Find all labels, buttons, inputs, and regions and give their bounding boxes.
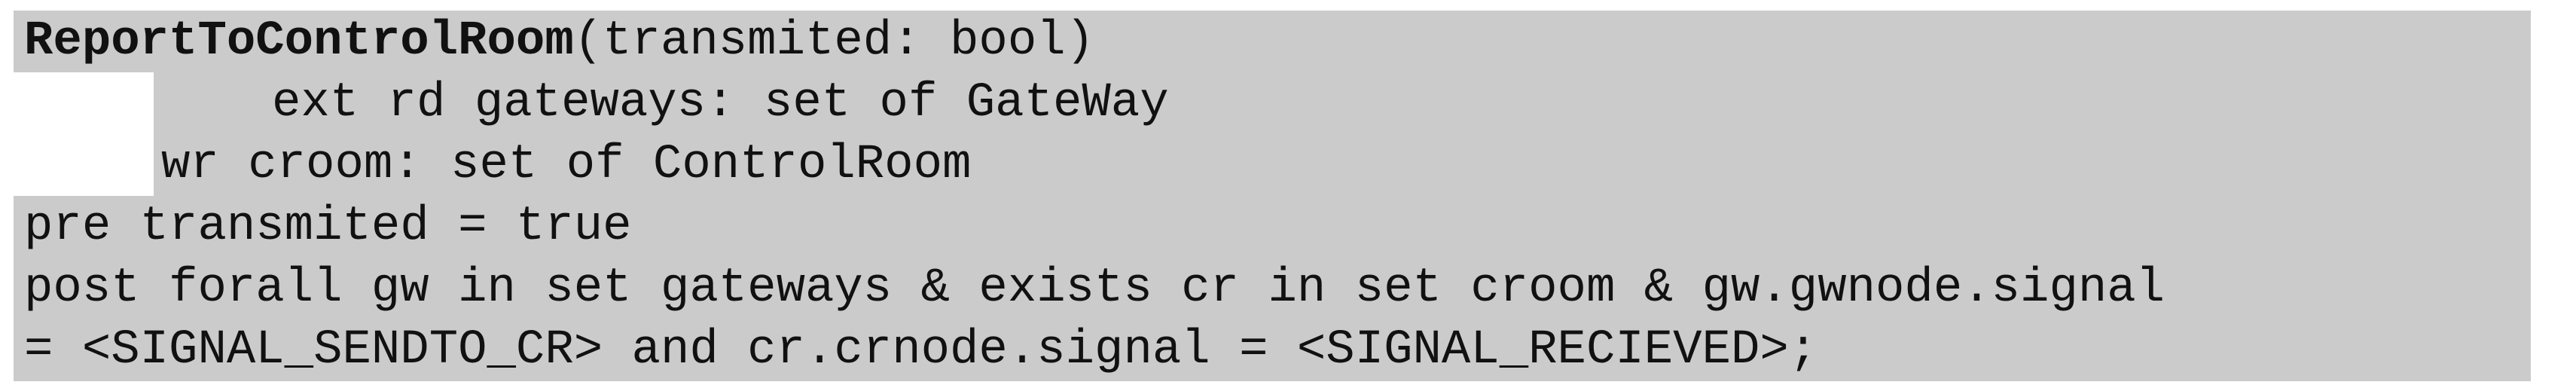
line-highlight [14,11,2531,72]
post-clause-line-1: post forall gw in set gateways & exists … [14,258,2531,319]
operation-signature: (transmited: bool) [573,14,1095,69]
wr-clause: wr croom: set of ControlRoom [161,138,972,192]
line-highlight [14,258,2531,319]
line-highlight [154,134,2531,196]
code-listing: ReportToControlRoom(transmited: bool) ex… [14,11,2531,381]
line-highlight [154,72,2531,134]
ext-clause: ext rd gateways: set of GateWay [272,76,1169,130]
post-clause-part-1: post forall gw in set gateways & exists … [24,261,2165,316]
post-clause-line-2: = <SIGNAL_SENDTO_CR> and cr.crnode.signa… [14,319,2531,381]
ext-clause-line: ext rd gateways: set of GateWay [14,72,2531,134]
pre-clause-line: pre transmited = true [14,196,2531,258]
line-highlight [14,319,2531,381]
line-highlight [14,196,2531,258]
post-clause-part-2: = <SIGNAL_SENDTO_CR> and cr.crnode.signa… [24,323,1818,377]
operation-name: ReportToControlRoom [24,14,574,69]
pre-clause: pre transmited = true [24,200,632,254]
operation-header-line: ReportToControlRoom(transmited: bool) [14,11,2531,72]
wr-clause-line: wr croom: set of ControlRoom [14,134,2531,196]
